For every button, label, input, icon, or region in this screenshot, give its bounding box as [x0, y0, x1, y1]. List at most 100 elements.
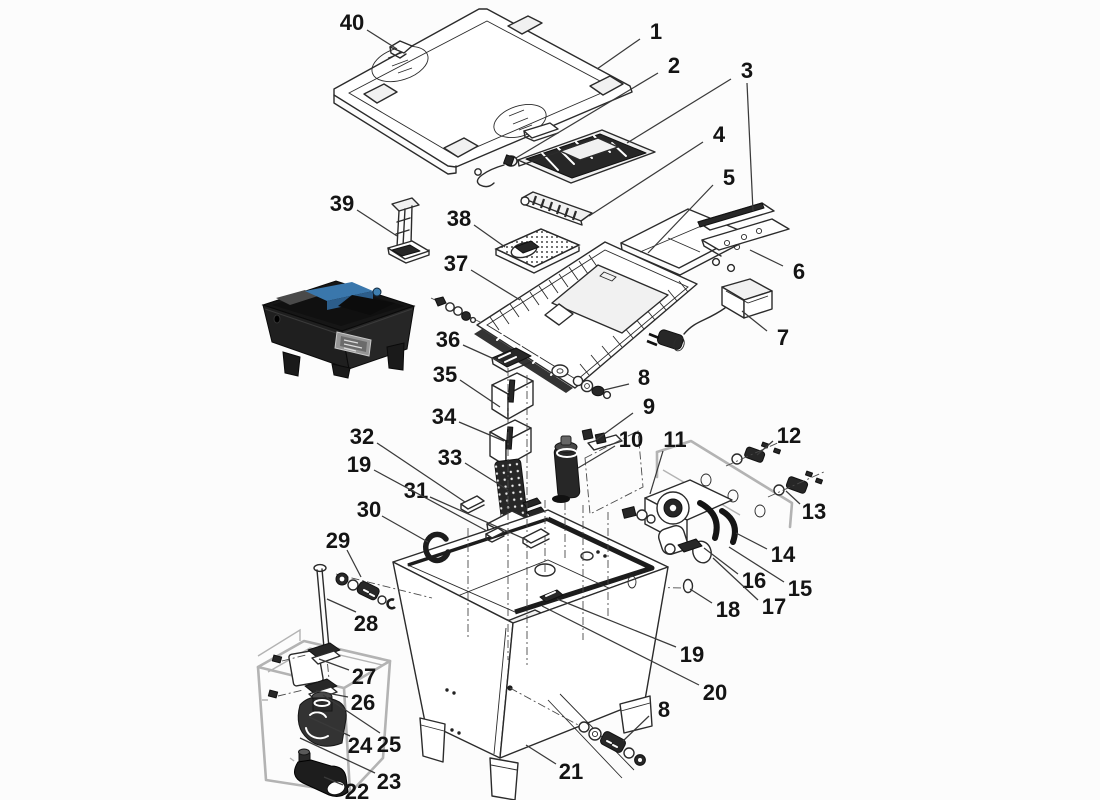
leader-line-16: [703, 547, 739, 575]
part-stand-bracket: [387, 197, 430, 264]
leader-line-8: [603, 383, 630, 391]
leader-line-3: [626, 78, 732, 144]
part-label-20: 20: [703, 680, 727, 705]
part-perforated-basket: [494, 228, 581, 274]
part-drain-valve: [297, 691, 347, 747]
part-label-12: 12: [777, 423, 801, 448]
leader-line-33: [464, 462, 509, 491]
leader-line-38: [473, 224, 506, 248]
part-bracket-plates: [697, 202, 790, 273]
part-label-25: 25: [377, 732, 401, 757]
leader-line-6: [749, 249, 784, 267]
part-label-19: 19: [680, 642, 704, 667]
part-uvc-frame: [517, 129, 656, 184]
part-label-13: 13: [802, 499, 826, 524]
part-label-11: 11: [663, 427, 686, 452]
part-label-21: 21: [559, 759, 583, 784]
leader-line-3: [746, 82, 754, 212]
leader-line-13: [785, 490, 801, 505]
part-drain-assembly: [267, 563, 433, 797]
part-label-8: 8: [658, 697, 670, 722]
leader-line-2: [515, 72, 659, 159]
leader-line-9: [595, 412, 634, 441]
leader-line-31: [429, 496, 528, 541]
part-label-17: 17: [762, 594, 786, 619]
part-label-3: 3: [741, 58, 753, 83]
part-label-35: 35: [433, 362, 457, 387]
leader-line-8: [622, 715, 650, 742]
washer-set-upper: [572, 375, 612, 400]
part-label-15: 15: [788, 576, 812, 601]
leader-line-36: [462, 344, 504, 364]
leader-line-24: [308, 716, 351, 737]
leader-line-23: [299, 737, 376, 774]
part-label-33: 33: [438, 445, 462, 470]
leader-line-17: [712, 557, 759, 601]
leader-line-40: [366, 29, 398, 50]
leader-line-11: [649, 450, 664, 495]
part-oring-18: [682, 578, 694, 594]
part-label-22: 22: [345, 779, 369, 800]
leader-line-37: [470, 269, 521, 301]
leader-line-34: [458, 421, 505, 442]
part-fitting-13: [767, 470, 827, 498]
part-label-37: 37: [444, 251, 468, 276]
leader-line-39: [356, 209, 398, 237]
leader-line-14: [735, 532, 768, 550]
part-outlet-assembly: [544, 479, 738, 594]
uvc-seat-outline: [584, 430, 644, 515]
leader-line-30: [381, 515, 429, 543]
part-drain-elbow: [293, 748, 349, 797]
part-grate-rail: [520, 191, 593, 226]
part-label-18: 18: [716, 597, 740, 622]
leader-line-7: [741, 310, 768, 332]
part-main-tray: [430, 241, 698, 400]
part-fitting-12: [725, 440, 783, 467]
part-small-clips: [460, 495, 550, 549]
part-label-19: 19: [347, 452, 371, 477]
lid-corner-tabs: [363, 15, 624, 158]
part-label-27: 27: [352, 664, 376, 689]
leader-line-22: [323, 776, 344, 786]
leader-line-5: [647, 184, 714, 254]
part-label-1: 1: [650, 19, 662, 44]
part-c-clip: [423, 531, 451, 564]
part-label-6: 6: [793, 259, 805, 284]
part-label-7: 7: [777, 325, 789, 350]
rim-latch: [539, 589, 564, 603]
leader-line-32: [376, 442, 466, 503]
leader-line-21: [525, 744, 557, 765]
part-label-14: 14: [771, 542, 796, 567]
leader-line-20: [541, 605, 700, 686]
part-label-10: 10: [619, 427, 643, 452]
part-label-32: 32: [350, 424, 374, 449]
part-label-40: 40: [340, 10, 364, 35]
part-uvc-lamp: [552, 435, 581, 503]
part-label-24: 24: [348, 733, 373, 758]
product-label-plate: [334, 331, 372, 357]
leader-line-28: [326, 598, 357, 613]
part-label-9: 9: [643, 394, 655, 419]
product-photo: [261, 280, 416, 379]
leader-line-4: [588, 141, 704, 217]
part-label-2: 2: [668, 53, 680, 78]
part-lamp-clamp: [581, 428, 623, 451]
bolt-set-left: [430, 296, 483, 324]
part-label-23: 23: [377, 769, 401, 794]
leader-line-29: [346, 549, 362, 578]
part-label-34: 34: [432, 404, 457, 429]
power-plug: [646, 329, 685, 352]
part-label-28: 28: [354, 611, 378, 636]
leader-line-18: [689, 588, 713, 604]
part-label-31: 31: [404, 478, 428, 503]
part-label-26: 26: [351, 690, 375, 715]
leader-line-35: [459, 379, 501, 408]
part-label-16: 16: [742, 568, 766, 593]
part-label-8: 8: [638, 365, 650, 390]
leader-line-27: [318, 658, 350, 671]
part-lid-clip: [389, 40, 413, 59]
part-foam-block-35: [491, 372, 534, 420]
part-label-4: 4: [713, 122, 726, 147]
